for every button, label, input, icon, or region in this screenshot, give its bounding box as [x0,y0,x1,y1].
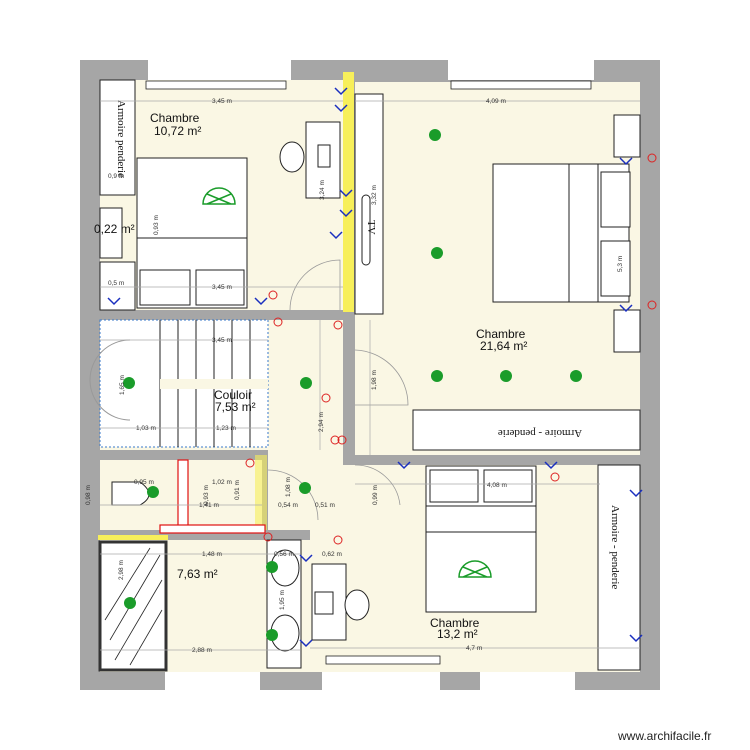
svg-text:3,45 m: 3,45 m [212,98,232,105]
svg-text:13,2 m²: 13,2 m² [437,627,478,641]
svg-text:7,63 m²: 7,63 m² [177,567,218,581]
outlet-icons [107,87,643,648]
svg-text:1,98 m: 1,98 m [371,370,378,390]
svg-text:Couloir: Couloir [214,388,252,402]
svg-text:3,24 m: 3,24 m [319,180,326,200]
svg-text:5,3 m: 5,3 m [617,256,624,272]
svg-text:4,08 m: 4,08 m [487,482,507,489]
partition-yellow [98,535,168,540]
svg-text:0,22 m²: 0,22 m² [94,222,135,236]
svg-text:TV: TV [365,220,377,235]
svg-text:3,45 m: 3,45 m [212,337,232,344]
svg-text:0,95 m: 0,95 m [134,479,154,486]
switch-icons [245,153,657,545]
svg-text:0,98 m: 0,98 m [85,485,92,505]
closet [99,261,136,311]
svg-text:Chambre: Chambre [430,616,480,630]
svg-text:0,51 m: 0,51 m [315,502,335,509]
svg-text:0,93 m: 0,93 m [153,215,160,235]
svg-text:1,23 m: 1,23 m [216,425,236,432]
tv-unit: TV [354,93,384,315]
svg-text:21,64 m²: 21,64 m² [480,339,527,353]
windows [148,60,594,690]
radiators [145,80,592,665]
svg-text:1,95 m: 1,95 m [279,590,286,610]
svg-text:1,41 m: 1,41 m [199,502,219,509]
svg-text:0,54 m: 0,54 m [278,502,298,509]
bed-right [492,114,641,353]
svg-text:0,62 m: 0,62 m [322,551,342,558]
partition-yellow [343,72,354,312]
svg-text:0,99 m: 0,99 m [372,485,379,505]
svg-text:0,5 m: 0,5 m [108,280,124,287]
desk-left [279,121,341,199]
wardrobe-right-bottom: Armoire - penderie [597,464,641,671]
wardrobe-right-top: Armoire - penderie [412,409,641,451]
svg-text:4,7 m: 4,7 m [466,645,482,652]
bed-bottom [425,465,537,613]
bed-left [136,157,248,309]
svg-text:7,53 m²: 7,53 m² [215,400,256,414]
svg-text:1,65 m: 1,65 m [119,375,126,395]
partition-yellow [255,455,267,530]
svg-text:0,93 m: 0,93 m [203,485,210,505]
plumbing-wall [159,459,266,534]
desk-bottom [311,563,370,641]
svg-text:3,32 m: 3,32 m [371,185,378,205]
room-labels: Chambre 10,72 m² 0,22 m² Chambre 21,64 m… [94,111,527,641]
svg-text:0,91 m: 0,91 m [234,480,241,500]
svg-text:Armoire penderie: Armoire penderie [115,100,127,178]
svg-text:2,88 m: 2,88 m [192,647,212,654]
svg-text:Armoire - penderie: Armoire - penderie [498,427,582,439]
svg-text:0,9 m: 0,9 m [108,173,124,180]
svg-text:Armoire - penderie: Armoire - penderie [609,505,621,589]
svg-text:1,03 m: 1,03 m [136,425,156,432]
dimension-lines [100,100,640,651]
svg-text:Chambre: Chambre [476,327,526,341]
svg-text:4,09 m: 4,09 m [486,98,506,105]
dimension-labels: 3,45 m 4,09 m 0,9 m 0,93 m 3,24 m 3,32 m… [85,98,624,654]
watermark: www.archifacile.fr [617,729,711,743]
svg-text:3,45 m: 3,45 m [212,284,232,291]
light-icons [123,129,582,641]
svg-text:0,56 m: 0,56 m [274,551,294,558]
svg-text:10,72 m²: 10,72 m² [154,124,201,138]
svg-text:1,02 m: 1,02 m [212,479,232,486]
svg-text:2,94 m: 2,94 m [318,412,325,432]
svg-text:Chambre: Chambre [150,111,200,125]
svg-text:1,08 m: 1,08 m [285,477,292,497]
wardrobe-left: Armoire penderie [99,79,136,196]
svg-text:1,48 m: 1,48 m [202,551,222,558]
svg-text:2,98 m: 2,98 m [118,560,125,580]
small-closet [99,207,123,259]
